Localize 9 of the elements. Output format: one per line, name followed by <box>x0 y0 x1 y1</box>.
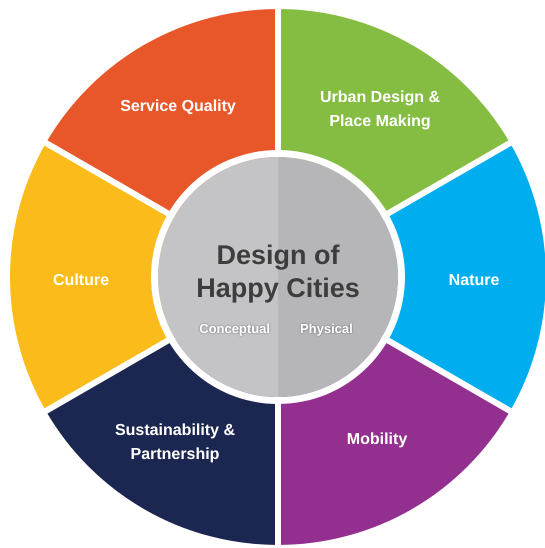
segment-label: Mobility <box>346 430 408 450</box>
half-label: Conceptual <box>199 321 270 336</box>
segment-label: Sustainability & Partnership <box>114 421 236 465</box>
half-label: Physical <box>300 321 353 336</box>
center-title: Design of Happy Cities <box>195 239 361 305</box>
segment-label: Service Quality <box>119 97 237 117</box>
segment-label: Urban Design & Place Making <box>318 88 441 132</box>
segment-label: Culture <box>52 271 110 291</box>
segment-label: Nature <box>448 271 500 291</box>
